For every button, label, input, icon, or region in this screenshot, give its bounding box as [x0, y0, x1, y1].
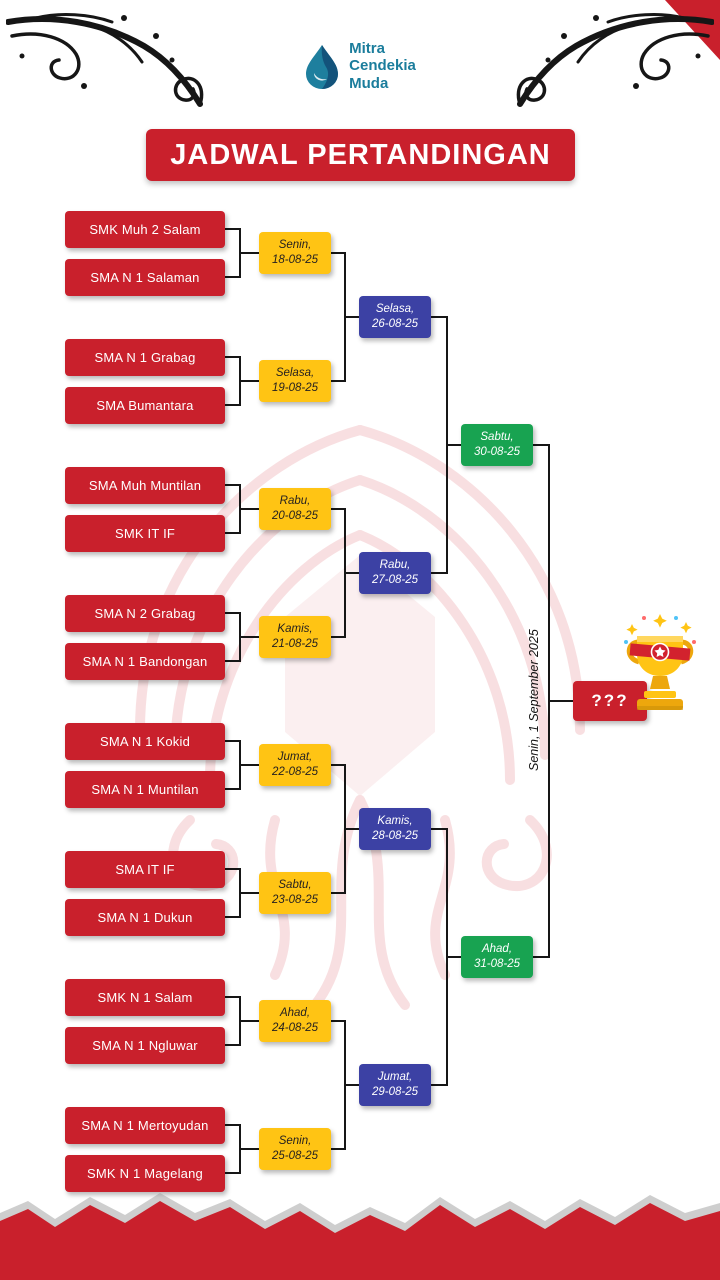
- match-day-label: Rabu,: [279, 495, 311, 508]
- match-date-label: 24-08-25: [271, 1022, 319, 1034]
- match-day-label: Senin,: [278, 1135, 312, 1148]
- match-day-label: Ahad,: [279, 1007, 311, 1020]
- match-date-label: 28-08-25: [371, 830, 419, 842]
- team-box: SMK N 1 Salam: [65, 979, 225, 1016]
- match-day-label: Sabtu,: [278, 879, 312, 892]
- champion-box: ???: [573, 681, 647, 721]
- team-box: SMA Bumantara: [65, 387, 225, 424]
- corner-accent: [665, 0, 720, 60]
- logo-drop-icon: [306, 44, 339, 89]
- match-date-label: 22-08-25: [271, 766, 319, 778]
- match-date-box-semifinal: Ahad, 31-08-25: [461, 936, 533, 978]
- match-date-label: 29-08-25: [371, 1086, 419, 1098]
- team-box: SMA N 1 Dukun: [65, 899, 225, 936]
- team-box: SMA N 1 Muntilan: [65, 771, 225, 808]
- match-day-label: Jumat,: [277, 751, 313, 764]
- team-box: SMK Muh 2 Salam: [65, 211, 225, 248]
- team-box: SMK IT IF: [65, 515, 225, 552]
- match-date-label: 25-08-25: [271, 1150, 319, 1162]
- logo-text-line: Mitra: [349, 40, 385, 57]
- team-box: SMA IT IF: [65, 851, 225, 888]
- team-box: SMA N 1 Kokid: [65, 723, 225, 760]
- match-date-box-round1: Senin, 25-08-25: [259, 1128, 331, 1170]
- match-date-box-round2: Jumat, 29-08-25: [359, 1064, 431, 1106]
- match-date-label: 20-08-25: [271, 510, 319, 522]
- team-box: SMA N 1 Ngluwar: [65, 1027, 225, 1064]
- logo-text-line: Muda: [349, 74, 389, 92]
- match-date-box-round1: Sabtu, 23-08-25: [259, 872, 331, 914]
- match-date-box-round1: Selasa, 19-08-25: [259, 360, 331, 402]
- match-date-box-round1: Ahad, 24-08-25: [259, 1000, 331, 1042]
- logo: Mitra Cendekia Muda: [0, 40, 720, 92]
- champion-placeholder: ???: [591, 691, 629, 710]
- match-date-label: 21-08-25: [271, 638, 319, 650]
- match-date-label: 27-08-25: [371, 574, 419, 586]
- match-day-label: Kamis,: [377, 815, 413, 828]
- match-date-label: 23-08-25: [271, 894, 319, 906]
- final-date-label: Senin, 1 September 2025: [527, 629, 541, 771]
- flourish-left-icon: [6, 13, 204, 107]
- team-box: SMA Muh Muntilan: [65, 467, 225, 504]
- match-day-label: Senin,: [278, 239, 312, 252]
- match-date-box-round1: Jumat, 22-08-25: [259, 744, 331, 786]
- team-box: SMA N 2 Grabag: [65, 595, 225, 632]
- logo-text-line: Cendekia: [349, 57, 416, 75]
- page-title: JADWAL PERTANDINGAN: [170, 138, 551, 171]
- trophy-icon: [624, 614, 696, 710]
- flourish-right-icon: [516, 13, 714, 107]
- match-date-label: 26-08-25: [371, 318, 419, 330]
- match-date-box-round2: Selasa, 26-08-25: [359, 296, 431, 338]
- match-day-label: Sabtu,: [480, 431, 514, 444]
- match-date-label: 30-08-25: [473, 446, 521, 458]
- match-date-label: 31-08-25: [473, 958, 521, 970]
- team-box: SMK N 1 Magelang: [65, 1155, 225, 1192]
- torn-paper-edge: [0, 1193, 720, 1280]
- team-box: SMA N 1 Grabag: [65, 339, 225, 376]
- match-date-label: 18-08-25: [271, 254, 319, 266]
- team-box: SMA N 1 Mertoyudan: [65, 1107, 225, 1144]
- match-day-label: Jumat,: [377, 1071, 413, 1084]
- match-date-box-round1: Rabu, 20-08-25: [259, 488, 331, 530]
- match-date-label: 19-08-25: [271, 382, 319, 394]
- match-date-box-round2: Rabu, 27-08-25: [359, 552, 431, 594]
- match-date-box-semifinal: Sabtu, 30-08-25: [461, 424, 533, 466]
- match-day-label: Selasa,: [375, 303, 415, 316]
- team-box: SMA N 1 Bandongan: [65, 643, 225, 680]
- match-day-label: Rabu,: [379, 559, 411, 572]
- match-day-label: Kamis,: [277, 623, 313, 636]
- match-day-label: Ahad,: [481, 943, 513, 956]
- match-date-box-round1: Kamis, 21-08-25: [259, 616, 331, 658]
- match-date-box-round2: Kamis, 28-08-25: [359, 808, 431, 850]
- match-day-label: Selasa,: [275, 367, 315, 380]
- team-box: SMA N 1 Salaman: [65, 259, 225, 296]
- match-date-box-round1: Senin, 18-08-25: [259, 232, 331, 274]
- title-banner: JADWAL PERTANDINGAN: [146, 129, 575, 181]
